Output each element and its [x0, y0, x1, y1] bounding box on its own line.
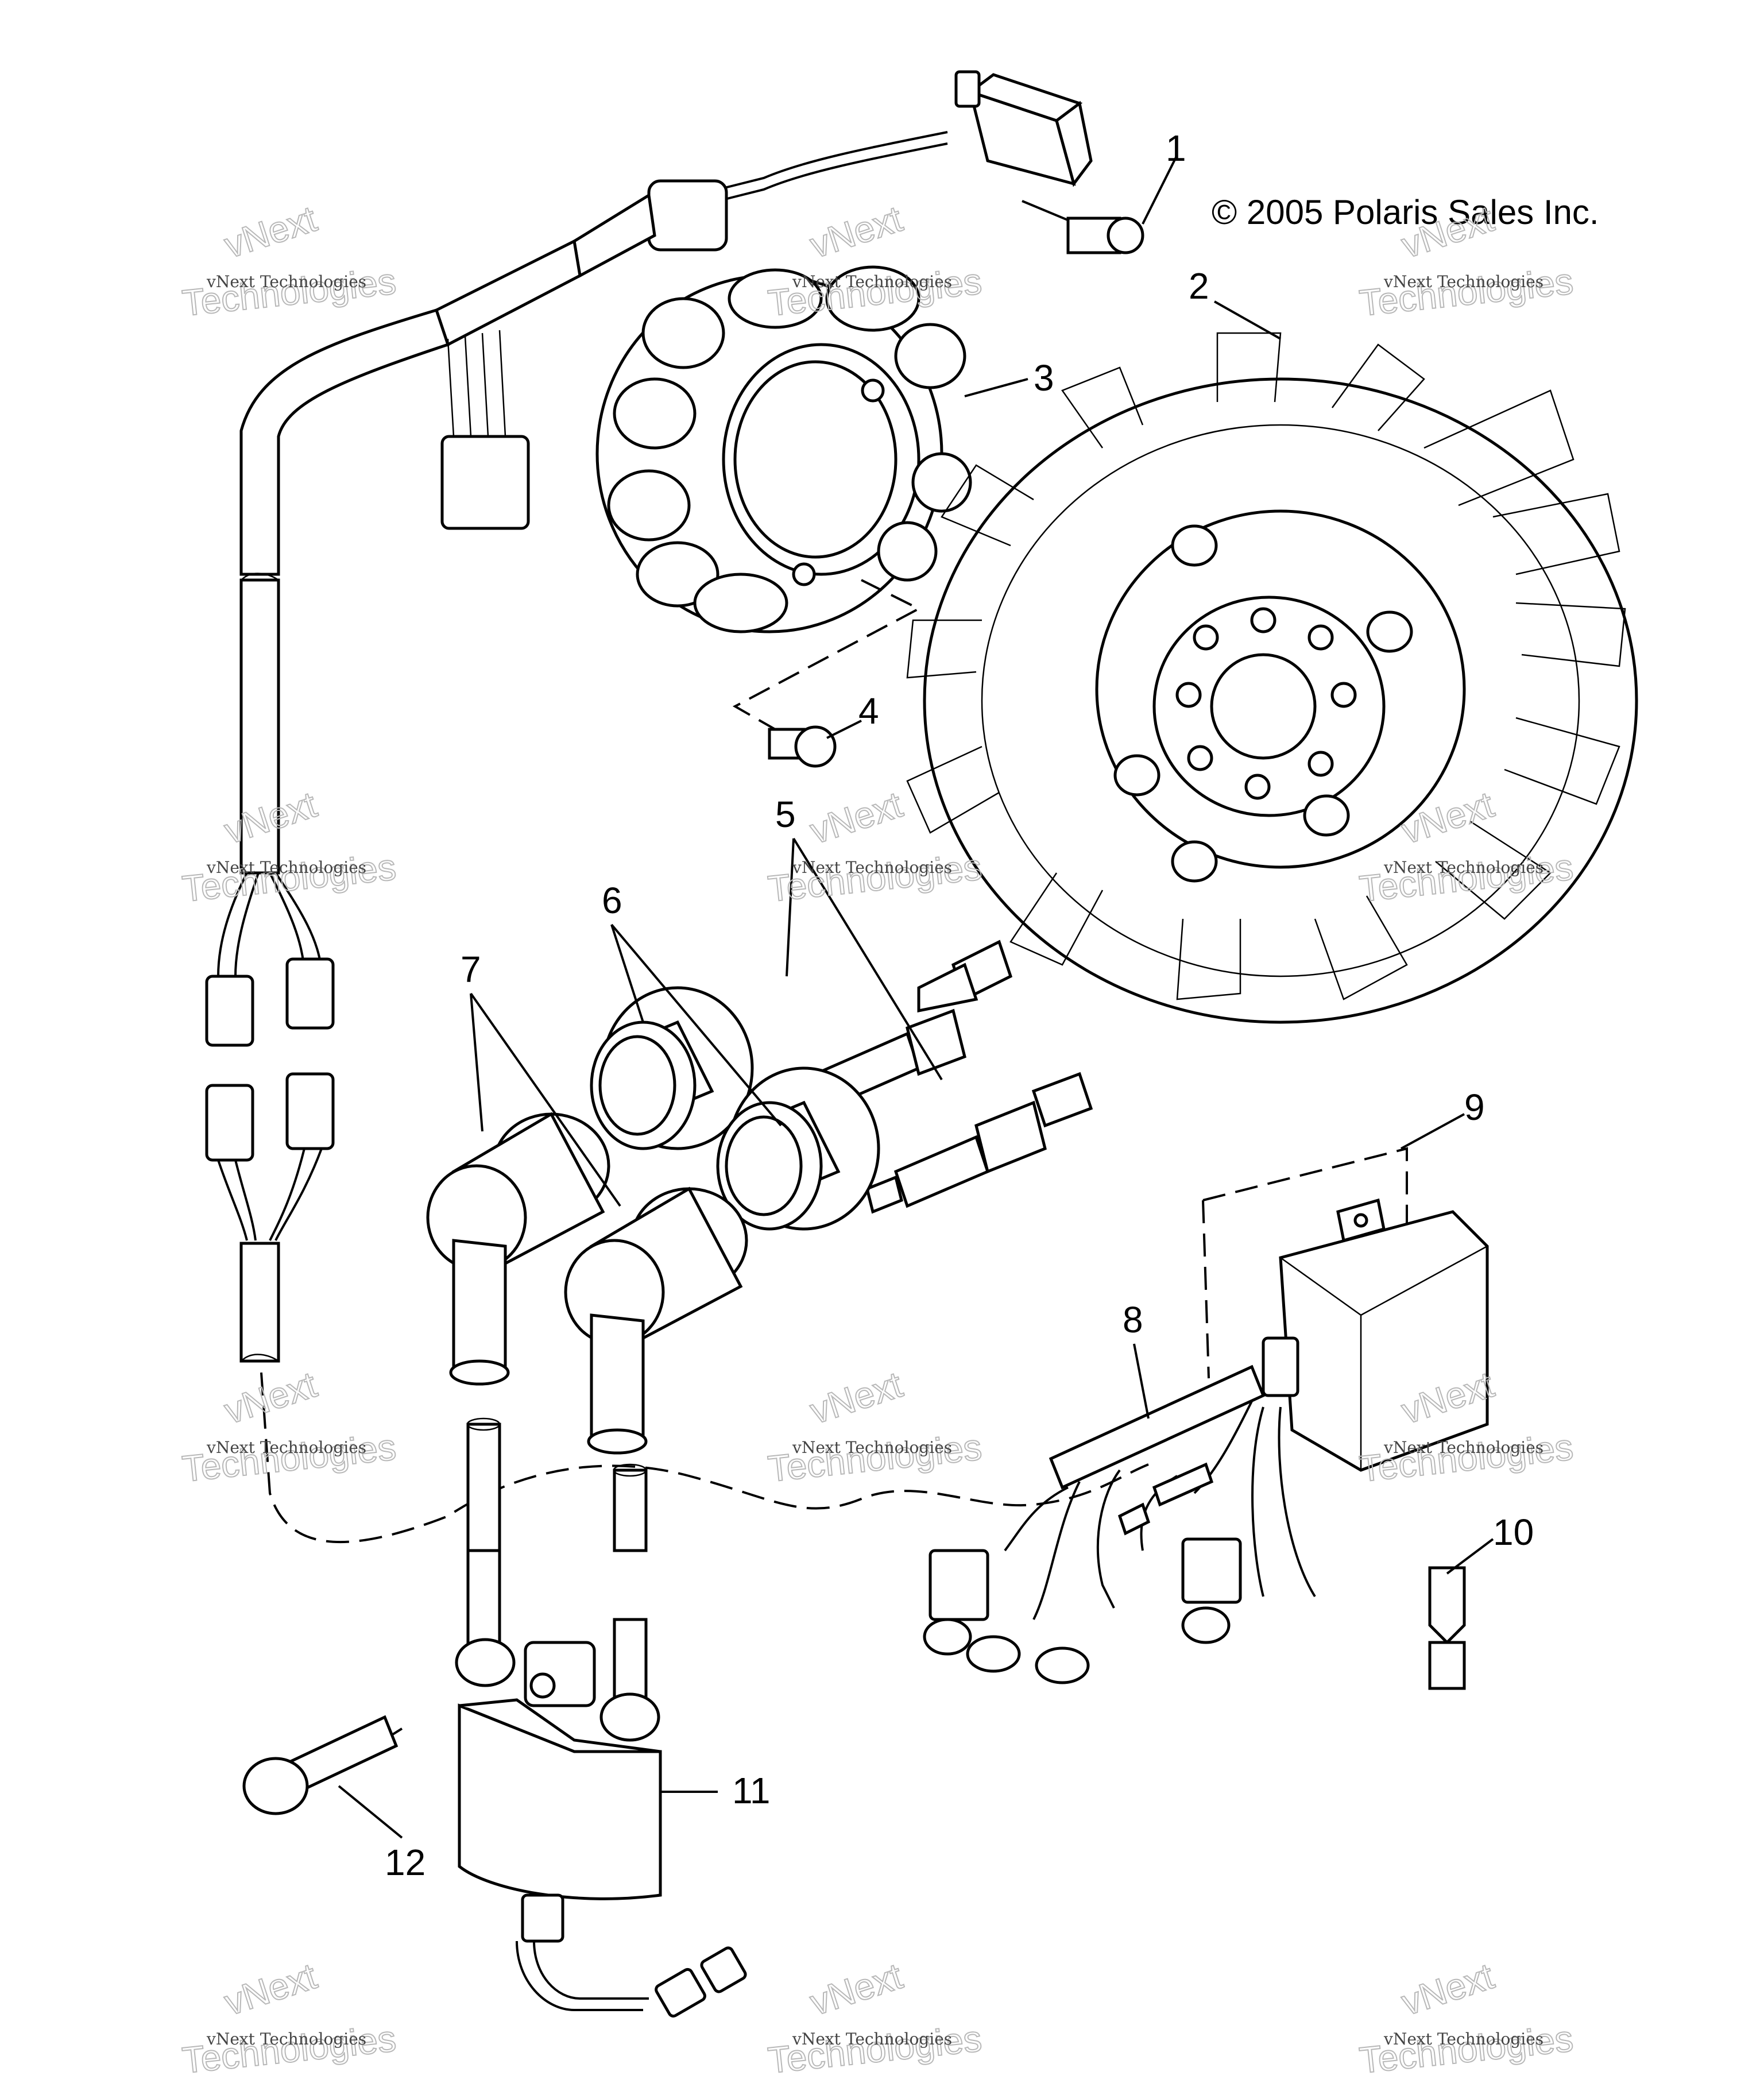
- watermark-bc: vNext Technologies vNext Technologies: [765, 1954, 984, 2082]
- svg-text:vNext: vNext: [219, 1955, 322, 2023]
- watermark-ll: vNext Technologies vNext Technologies: [180, 1363, 399, 1490]
- svg-text:vNext: vNext: [1396, 1955, 1499, 2023]
- svg-text:vNext Technologies: vNext Technologies: [1383, 272, 1544, 291]
- svg-text:Technologies: Technologies: [766, 1426, 984, 1490]
- leader-lines: [338, 154, 1494, 1839]
- svg-text:vNext Technologies: vNext Technologies: [206, 1438, 366, 1457]
- svg-text:Technologies: Technologies: [1357, 2017, 1575, 2081]
- wiring-harness: [205, 131, 1149, 1543]
- svg-text:vNext Technologies: vNext Technologies: [206, 272, 366, 291]
- svg-text:Technologies: Technologies: [180, 260, 398, 324]
- terminal-10: [1428, 1566, 1466, 1690]
- watermark-tc: vNext Technologies vNext Technologies: [765, 197, 984, 324]
- callout-2: 2: [1189, 265, 1209, 307]
- svg-text:vNext Technologies: vNext Technologies: [1383, 858, 1544, 877]
- callout-8: 8: [1123, 1299, 1143, 1340]
- watermark-tl: vNext Technologies vNext Technologies: [180, 197, 399, 324]
- svg-text:Technologies: Technologies: [766, 2017, 984, 2081]
- cdi-harness: [923, 1336, 1316, 1684]
- boot-upper: [590, 986, 754, 1150]
- watermark-bl: vNext Technologies vNext Technologies: [180, 1954, 399, 2082]
- svg-text:vNext: vNext: [805, 1363, 907, 1432]
- svg-text:vNext: vNext: [219, 198, 322, 266]
- callout-4: 4: [858, 690, 879, 732]
- bolt-12: [242, 1715, 403, 1815]
- spark-plug-lower: [865, 1072, 1093, 1214]
- svg-text:vNext Technologies: vNext Technologies: [792, 2030, 952, 2048]
- plug-cap-right: [564, 1186, 748, 1455]
- callout-9: 9: [1464, 1087, 1485, 1128]
- screw-1: [1022, 200, 1144, 254]
- callout-3: 3: [1034, 357, 1054, 399]
- watermark-ml: vNext Technologies vNext Technologies: [180, 783, 399, 910]
- svg-text:vNext: vNext: [805, 783, 907, 852]
- watermark-lc: vNext Technologies vNext Technologies: [765, 1363, 984, 1490]
- plug-cap-left: [426, 1112, 610, 1386]
- callout-labels: 1 2 3 4 5 6 7 8 9 10 11 12: [385, 127, 1534, 1883]
- svg-text:vNext Technologies: vNext Technologies: [792, 1438, 952, 1457]
- callout-6: 6: [602, 880, 622, 921]
- cdi-box: [1202, 1147, 1489, 1472]
- svg-text:vNext Technologies: vNext Technologies: [792, 858, 952, 877]
- svg-text:Technologies: Technologies: [766, 846, 984, 910]
- callout-10: 10: [1493, 1512, 1534, 1553]
- stator: [595, 265, 972, 730]
- svg-text:vNext Technologies: vNext Technologies: [1383, 2030, 1544, 2048]
- svg-text:vNext Technologies: vNext Technologies: [206, 2030, 366, 2048]
- callout-7: 7: [461, 949, 481, 990]
- svg-text:Technologies: Technologies: [1357, 260, 1575, 324]
- callout-11: 11: [732, 1770, 770, 1811]
- regulator-box-top: [954, 70, 1093, 187]
- svg-text:Technologies: Technologies: [180, 846, 398, 910]
- flywheel: [906, 332, 1638, 1024]
- svg-text:Technologies: Technologies: [180, 2017, 398, 2081]
- svg-text:Technologies: Technologies: [180, 1426, 398, 1490]
- screw-4: [768, 725, 837, 768]
- svg-text:vNext Technologies: vNext Technologies: [792, 272, 952, 291]
- callout-5: 5: [775, 794, 796, 835]
- svg-text:vNext Technologies: vNext Technologies: [1383, 1438, 1544, 1457]
- callout-1: 1: [1166, 127, 1186, 169]
- callout-12: 12: [385, 1842, 425, 1883]
- svg-text:vNext: vNext: [219, 1363, 322, 1432]
- high-tension-leads: [466, 1417, 648, 1552]
- svg-text:vNext Technologies: vNext Technologies: [206, 858, 366, 877]
- svg-text:vNext: vNext: [805, 198, 907, 266]
- watermark-br: vNext Technologies vNext Technologies: [1357, 1954, 1576, 2082]
- ignition-coil: [455, 1549, 747, 2018]
- svg-text:vNext: vNext: [805, 1955, 907, 2023]
- copyright-text: © 2005 Polaris Sales Inc.: [1212, 193, 1599, 231]
